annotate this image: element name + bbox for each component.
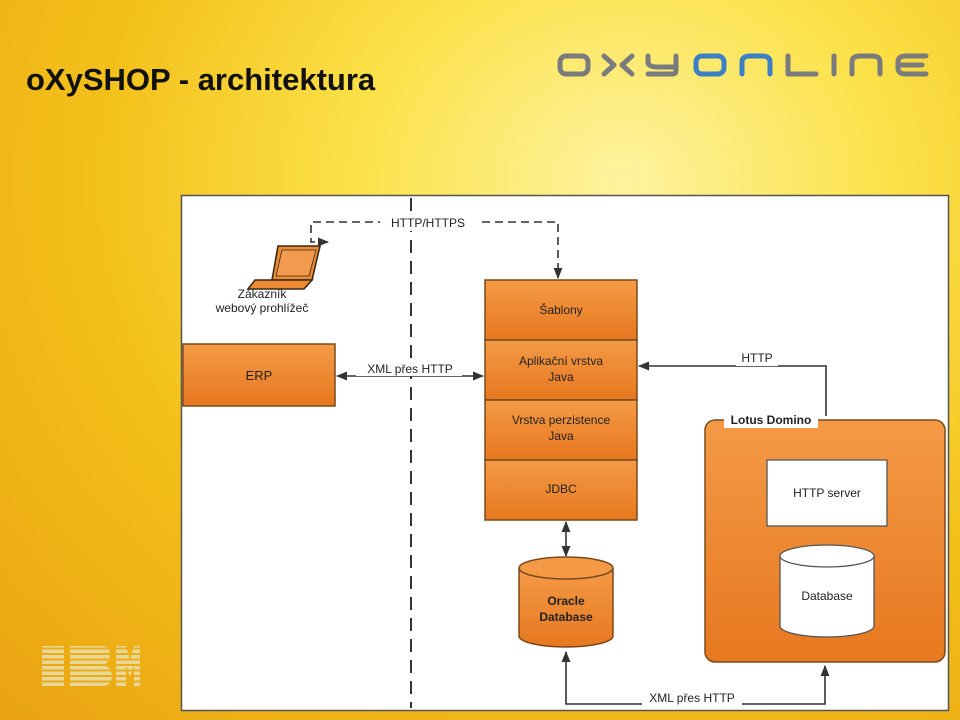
erp-label: ERP [246, 368, 273, 383]
domino-db-label: Database [801, 589, 853, 603]
client-label-line2: webový prohlížeč [215, 301, 309, 315]
oracle-label-line2: Database [539, 610, 593, 624]
erp-box [182, 343, 336, 407]
http-server-label: HTTP server [793, 486, 861, 500]
oxyonline-logo [557, 53, 929, 77]
http-connector [637, 361, 827, 416]
stack-jdbc-label: JDBC [545, 482, 577, 496]
http-https-label: HTTP/HTTPS [391, 216, 465, 230]
stack-app-label-line1: Aplikační vrstva [519, 354, 603, 368]
ibm-logo [42, 646, 140, 686]
architecture-diagram: HTTP/HTTPS Zákazník webový prohlížeč ERP… [180, 194, 950, 712]
lotus-domino-label: Lotus Domino [731, 413, 812, 427]
stack-app-box [484, 339, 638, 401]
slide-title: oXySHOP - architektura [26, 62, 376, 97]
http-server-box [766, 459, 888, 527]
oracle-database [518, 556, 614, 648]
app-stack [484, 279, 638, 521]
stack-templates-box [484, 279, 638, 341]
http-label: HTTP [741, 351, 772, 365]
stack-jdbc-box [484, 459, 638, 521]
stack-persistence-label-line2: Java [548, 429, 574, 443]
xml-http-bottom-label: XML přes HTTP [649, 691, 735, 705]
http-https-connector [310, 221, 563, 280]
stack-persistence-label-line1: Vrstva perzistence [512, 413, 611, 427]
stack-persistence-box [484, 399, 638, 461]
oracle-label-line1: Oracle [547, 594, 585, 608]
laptop-icon [246, 245, 322, 290]
client-label-line1: Zákazník [238, 287, 288, 301]
stack-app-label-line2: Java [548, 370, 574, 384]
xml-http-erp-label: XML přes HTTP [367, 362, 453, 376]
stack-templates-label: Šablony [539, 302, 582, 317]
domino-database [779, 544, 875, 638]
